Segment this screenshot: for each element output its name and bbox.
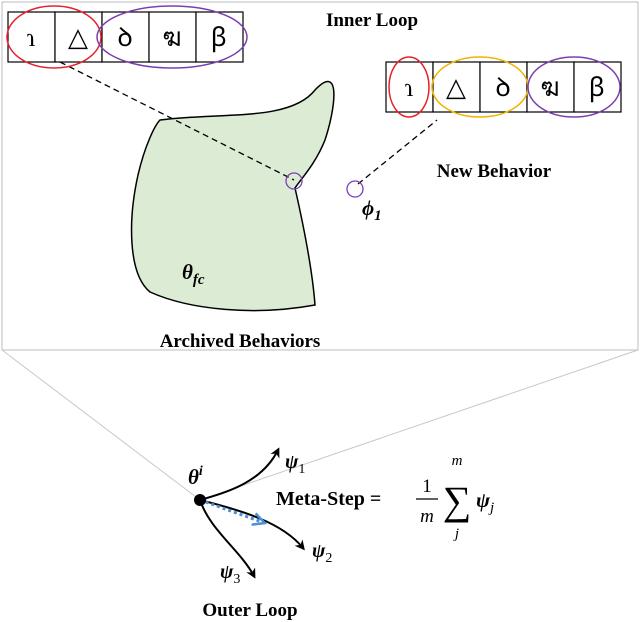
dashed-connector-archived — [59, 61, 295, 181]
new-glyph: ꝺ — [495, 73, 511, 102]
archived-cell — [148, 11, 197, 63]
inner-loop-label: Inner Loop — [326, 10, 418, 31]
new-purple-ellipse — [527, 56, 621, 118]
new-glyph: ꞵ — [589, 73, 605, 103]
archived-cell — [7, 11, 56, 63]
archived-sequence: ɿ △ ꝺ ฆ ꞵ — [6, 5, 248, 69]
archived-behaviors-label: Archived Behaviors — [160, 331, 321, 352]
new-glyph: ฆ — [540, 73, 559, 102]
psi-j-term: ψj — [476, 488, 494, 516]
psi-1-label: ψ1 — [285, 451, 305, 477]
new-glyph: △ — [446, 73, 466, 102]
new-behavior-label: New Behavior — [437, 161, 552, 182]
psi-3-label: ψ3 — [220, 561, 240, 587]
fraction-numerator: 1 — [422, 476, 432, 497]
psi-2-label: ψ2 — [312, 540, 332, 566]
new-point-marker — [346, 180, 364, 198]
archived-purple-ellipse — [96, 5, 248, 69]
archived-glyph: ɿ — [27, 23, 36, 52]
outer-loop-label: Outer Loop — [202, 600, 297, 621]
sum-lower-limit: j — [453, 526, 459, 542]
dashed-connector-new — [357, 119, 438, 185]
theta-i-symbol: θi — [188, 464, 203, 489]
archived-point-marker — [285, 172, 303, 190]
new-sequence: ɿ △ ꝺ ฆ ꞵ — [385, 56, 622, 118]
new-glyph: ɿ — [405, 73, 414, 102]
psi-1-arrow — [199, 447, 280, 501]
meta-step-label: Meta-Step = — [276, 488, 381, 510]
sum-upper-limit: m — [452, 453, 463, 469]
archived-glyph: △ — [68, 23, 88, 52]
archived-glyph: ꝺ — [117, 23, 133, 52]
meta-step-arrow — [199, 498, 262, 522]
funnel-line-left — [1, 349, 201, 501]
theta-fc-symbol: θfc — [182, 260, 205, 288]
new-red-ellipse — [388, 56, 430, 118]
archived-glyph: ฆ — [162, 23, 181, 52]
funnel-line-right — [199, 349, 639, 501]
archived-glyph: ꞵ — [211, 23, 227, 53]
psi-3-arrow — [199, 499, 256, 579]
archived-red-ellipse — [6, 5, 102, 69]
phi-1-symbol: ϕ1 — [362, 196, 382, 224]
theta-i-point — [194, 494, 206, 506]
fraction-denominator: m — [420, 506, 434, 527]
sum-symbol: ∑ — [443, 478, 472, 523]
archived-behaviors-region — [130, 80, 335, 312]
